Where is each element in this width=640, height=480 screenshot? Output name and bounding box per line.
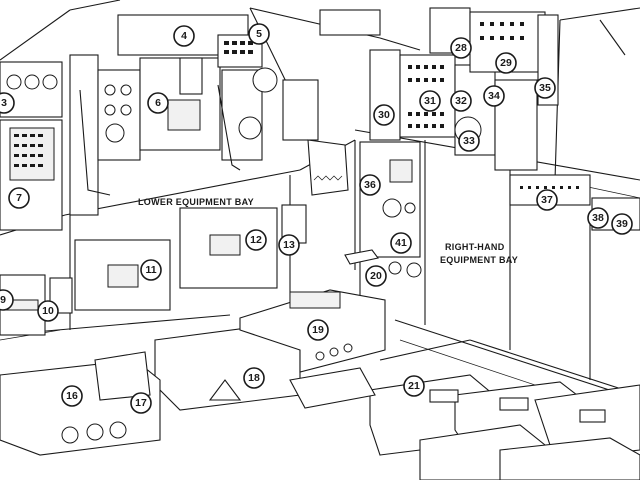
svg-text:4: 4 <box>181 30 187 42</box>
svg-text:17: 17 <box>135 397 147 409</box>
svg-text:12: 12 <box>250 234 262 246</box>
svg-text:11: 11 <box>145 264 156 276</box>
callout-5: 5 <box>248 23 270 45</box>
callout-9: 9 <box>0 289 14 311</box>
callout-37: 37 <box>536 189 558 211</box>
floor-equipment <box>0 289 640 480</box>
svg-text:41: 41 <box>395 237 407 249</box>
callout-18: 18 <box>243 367 265 389</box>
svg-text:33: 33 <box>463 135 475 147</box>
svg-text:21: 21 <box>408 380 420 392</box>
svg-text:35: 35 <box>539 82 551 94</box>
callout-35: 35 <box>534 77 556 99</box>
svg-text:29: 29 <box>500 57 512 69</box>
callout-32: 32 <box>450 90 472 112</box>
callout-39: 39 <box>611 213 633 235</box>
callout-12: 12 <box>245 229 267 251</box>
callout-38: 38 <box>587 207 609 229</box>
svg-text:3: 3 <box>1 97 7 109</box>
callout-30: 30 <box>373 104 395 126</box>
callout-41: 41 <box>390 232 412 254</box>
svg-text:34: 34 <box>488 90 500 102</box>
svg-text:19: 19 <box>312 324 324 336</box>
callout-13: 13 <box>278 234 300 256</box>
svg-text:13: 13 <box>283 239 295 251</box>
callout-7: 7 <box>8 187 30 209</box>
cabin-structure <box>0 0 640 421</box>
svg-text:7: 7 <box>16 192 22 204</box>
svg-text:39: 39 <box>616 218 628 230</box>
svg-text:28: 28 <box>455 42 467 54</box>
callout-3: 3 <box>0 92 15 114</box>
svg-text:9: 9 <box>0 294 6 306</box>
callout-17: 17 <box>130 392 152 414</box>
right-hand-equipment-bay-label-line1: RIGHT-HAND <box>445 242 505 252</box>
lower-equipment-bay-label: LOWER EQUIPMENT BAY <box>138 197 254 207</box>
callout-21: 21 <box>403 375 425 397</box>
svg-text:10: 10 <box>42 305 54 317</box>
callout-34: 34 <box>483 85 505 107</box>
callout-11: 11 <box>140 259 162 281</box>
callout-31: 31 <box>419 90 441 112</box>
callout-20: 20 <box>365 265 387 287</box>
callout-16: 16 <box>61 385 83 407</box>
callout-33: 33 <box>458 130 480 152</box>
svg-text:20: 20 <box>370 270 382 282</box>
svg-text:5: 5 <box>256 28 262 40</box>
svg-text:18: 18 <box>248 372 260 384</box>
svg-text:37: 37 <box>541 194 553 206</box>
callout-28: 28 <box>450 37 472 59</box>
svg-text:30: 30 <box>378 109 390 121</box>
callout-36: 36 <box>359 174 381 196</box>
svg-text:6: 6 <box>155 97 161 109</box>
callout-19: 19 <box>307 319 329 341</box>
callout-6: 6 <box>147 92 169 114</box>
svg-text:36: 36 <box>364 179 376 191</box>
svg-text:16: 16 <box>66 390 78 402</box>
callout-29: 29 <box>495 52 517 74</box>
right-hand-equipment-bay-label-line2: EQUIPMENT BAY <box>440 255 518 265</box>
callout-4: 4 <box>173 25 195 47</box>
svg-text:38: 38 <box>592 212 604 224</box>
svg-text:32: 32 <box>455 95 467 107</box>
callout-10: 10 <box>37 300 59 322</box>
svg-text:31: 31 <box>424 95 436 107</box>
